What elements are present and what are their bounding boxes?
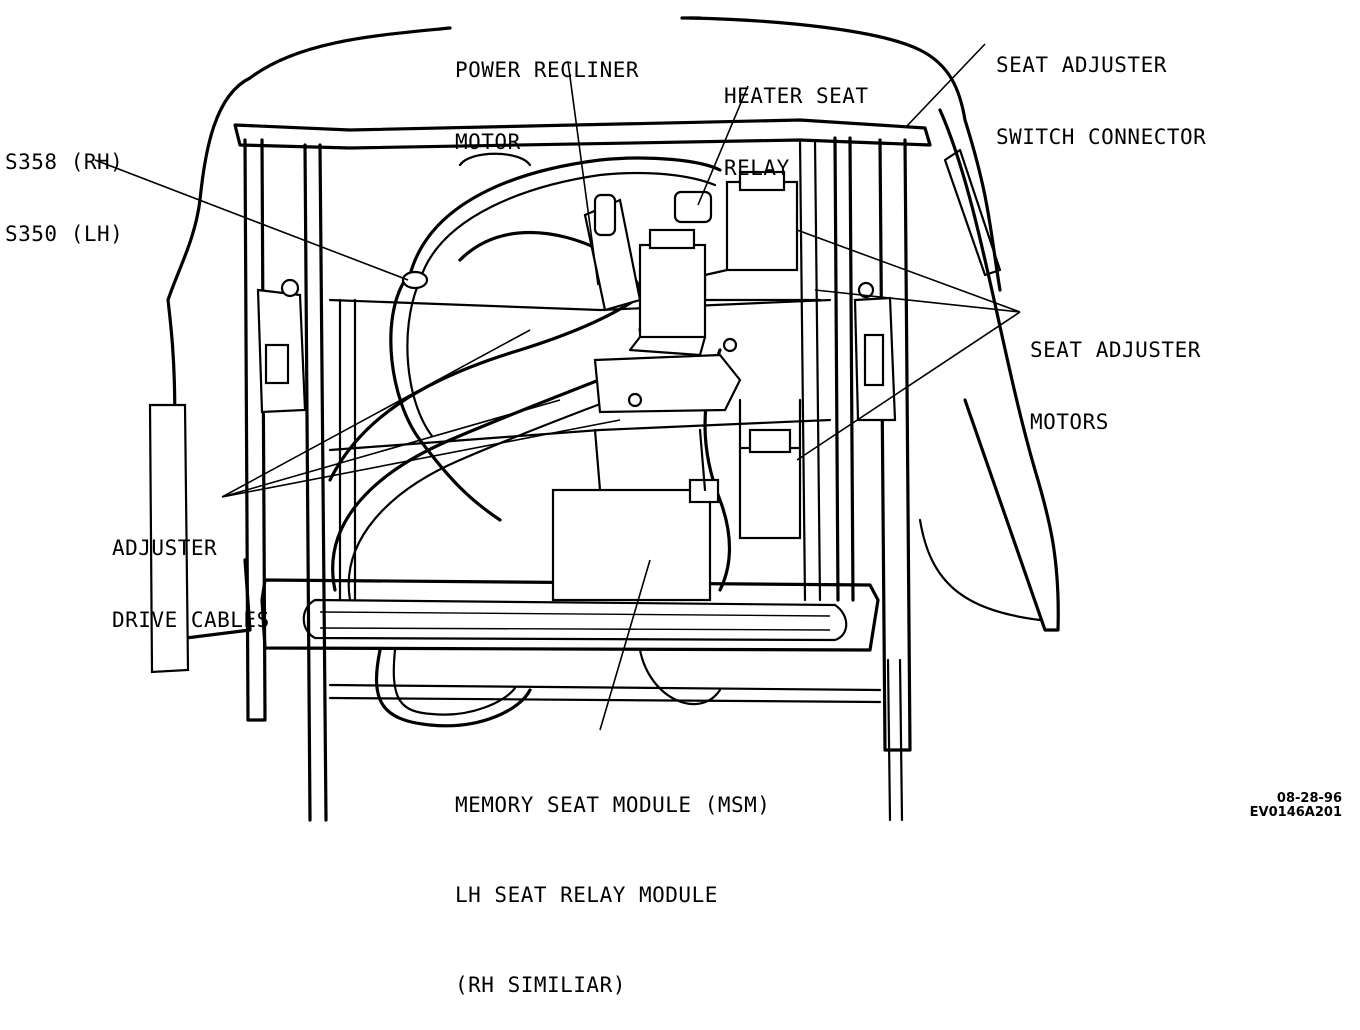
harness-lower xyxy=(374,648,532,728)
right-bracket-slot xyxy=(863,333,885,387)
leader-adjuster-motors xyxy=(796,229,1021,461)
front-tube-inner xyxy=(302,598,848,642)
harness-lower-2 xyxy=(392,648,517,716)
label-seat-adjuster-motors: SEAT ADJUSTER MOTORS xyxy=(1030,338,1201,434)
lower-rail xyxy=(328,683,882,704)
label-heater-seat-relay: HEATER SEAT RELAY xyxy=(724,84,869,180)
leader-heater-relay xyxy=(697,85,749,206)
harness-upper-2 xyxy=(418,171,717,282)
right-frame-lower xyxy=(886,658,904,822)
leader-switch-connector xyxy=(904,43,986,129)
recliner-motor-gear xyxy=(593,193,617,237)
leader-memory-module xyxy=(599,559,651,731)
left-frame xyxy=(243,138,328,822)
left-bracket-bolt xyxy=(280,278,300,298)
seat-right-cushion xyxy=(938,108,1060,632)
harness-upper xyxy=(408,156,722,277)
drive-cable-2 xyxy=(331,358,652,592)
memory-seat-module-box xyxy=(551,488,712,602)
adjuster-motor-upper xyxy=(703,170,822,302)
label-power-recliner-motor: POWER RECLINER MOTOR xyxy=(455,58,640,154)
front-tube xyxy=(260,578,880,652)
front-tube-inner2 xyxy=(319,611,831,631)
label-splice: S358 (RH) S350 (LH) xyxy=(5,150,124,246)
seat-right-bottom xyxy=(918,518,1042,622)
adjuster-motor-lower xyxy=(738,398,802,540)
right-bracket-bolt xyxy=(857,281,875,299)
adjuster-motor-middle xyxy=(628,228,707,357)
seat-right-trim xyxy=(943,148,1002,277)
harness-left-2 xyxy=(406,283,434,438)
leader-power-recliner xyxy=(567,61,599,286)
module-bracket xyxy=(593,428,707,492)
label-seat-adjuster-switch-connector: SEAT ADJUSTER SWITCH CONNECTOR xyxy=(996,53,1207,149)
top-rail xyxy=(233,118,932,150)
figure-code: 08-28-96 EV0146A201 xyxy=(1249,791,1342,820)
label-memory-seat-module: MEMORY SEAT MODULE (MSM) LH SEAT RELAY M… xyxy=(455,793,771,997)
splice-connector xyxy=(401,270,429,290)
seat-left-flap xyxy=(148,403,190,674)
harness-right-2 xyxy=(638,648,722,706)
seat-diagram xyxy=(94,16,1060,822)
leader-splice xyxy=(94,159,409,281)
label-adjuster-drive-cables: ADJUSTER DRIVE CABLES xyxy=(112,536,270,632)
left-bracket-slot xyxy=(264,343,290,385)
leader-drive-cables xyxy=(221,329,621,498)
inner-cross xyxy=(328,298,832,452)
gear-bolt-2 xyxy=(722,337,738,353)
heater-relay-body xyxy=(673,190,713,224)
gear-bolt xyxy=(627,392,643,408)
harness-left xyxy=(389,278,502,522)
right-frame xyxy=(833,136,912,752)
gear-housing xyxy=(593,353,742,414)
